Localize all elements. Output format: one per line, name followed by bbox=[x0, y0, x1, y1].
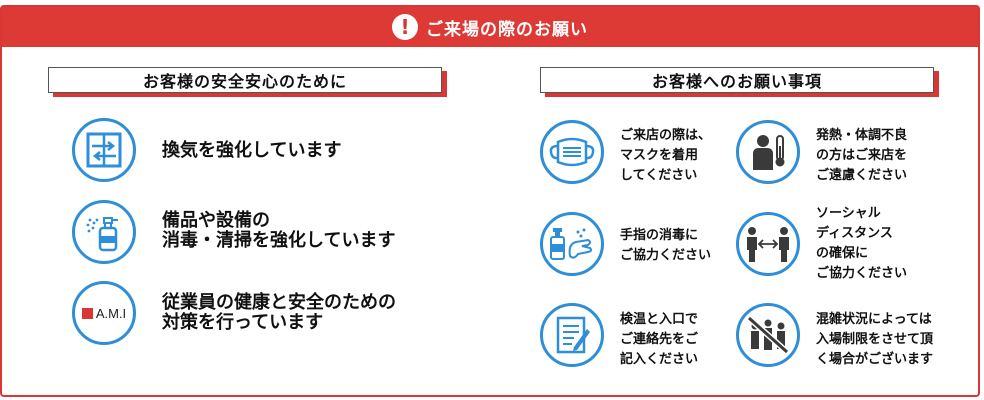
window-ventilation-icon bbox=[72, 118, 136, 182]
mask-icon bbox=[540, 120, 604, 184]
item-ventilation-text: 換気を強化しています bbox=[162, 140, 342, 161]
fever-thermometer-icon bbox=[736, 120, 800, 184]
ami-logo-icon: A.M.I bbox=[72, 281, 136, 345]
social-distance-icon bbox=[736, 212, 800, 276]
request-mask-text: ご来店の際は、 マスクを着用 してください bbox=[620, 128, 712, 183]
ami-logo-text: A.M.I bbox=[95, 305, 127, 321]
section-heading-safety: お客様の安全安心のために bbox=[48, 67, 442, 93]
request-sanitize-text: 手指の消毒に ご協力ください bbox=[620, 228, 712, 263]
no-crowd-icon bbox=[736, 303, 800, 367]
section-heading-requests: お客様へのお願い事項 bbox=[540, 67, 934, 93]
ami-mark-icon bbox=[81, 307, 93, 319]
item-staff-safety-text: 従業員の健康と安全のための 対策を行っています bbox=[162, 292, 396, 333]
checklist-icon bbox=[540, 303, 604, 367]
request-distance-text: ソーシャル ディスタンス の確保に ご協力ください bbox=[816, 206, 908, 281]
item-disinfection-text: 備品や設備の 消毒・清掃を強化しています bbox=[162, 210, 396, 251]
request-fever-text: 発熱・体調不良 の方はご来店を ご遠慮ください bbox=[816, 128, 908, 183]
notice-banner: ! ご来場の際のお願い bbox=[2, 7, 978, 47]
spray-bottle-icon bbox=[72, 200, 136, 264]
banner-title: ご来場の際のお願い bbox=[426, 19, 588, 40]
exclamation-icon: ! bbox=[392, 14, 418, 40]
request-crowd-text: 混雑状況によっては 入場制限をさせて頂 く場合がございます bbox=[816, 312, 934, 367]
hand-sanitizer-icon bbox=[540, 212, 604, 276]
request-register-text: 検温と入口で ご連絡先をご 記入ください bbox=[620, 312, 699, 367]
